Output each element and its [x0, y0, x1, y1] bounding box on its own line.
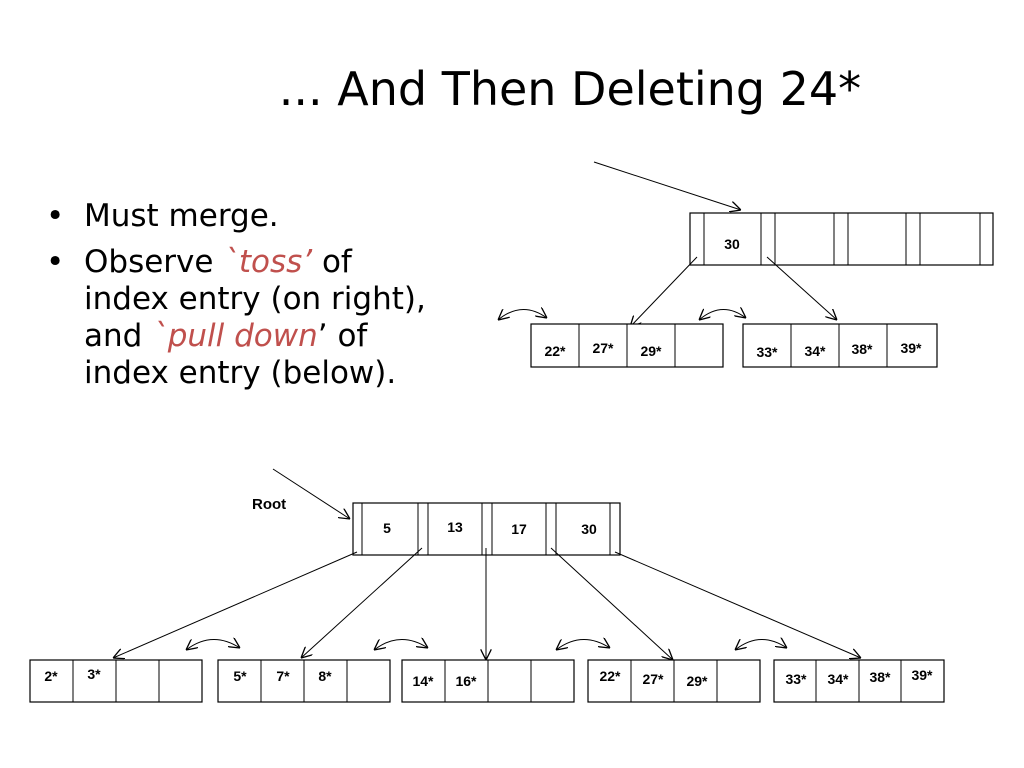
child-pointer-arrow — [301, 547, 423, 658]
leaf-entry: 8* — [318, 668, 332, 684]
sibling-link-arrow — [498, 309, 547, 320]
bullet-line: Observe `toss’ of — [84, 244, 506, 281]
index-key: 5 — [383, 520, 391, 536]
bullet-text: ’ of — [317, 318, 368, 354]
pointer-arrow — [593, 161, 741, 210]
slide-title: ... And Then Deleting 24* — [278, 62, 862, 116]
index-node-box — [689, 212, 994, 266]
sibling-link-arrow — [556, 639, 610, 650]
leaf-entry: 16* — [455, 673, 477, 689]
root-node: 5 13 17 30 — [352, 502, 621, 556]
sibling-link-arrow — [699, 309, 746, 320]
leaf-entry: 22* — [544, 343, 566, 359]
leaf-node: 5* 7* 8* — [217, 659, 391, 703]
bullet-line: and `pull down’ of — [84, 318, 506, 355]
sibling-link-arrow — [374, 639, 428, 650]
bullet-dot-icon: • — [46, 198, 65, 234]
index-key: 30 — [581, 521, 597, 537]
bullet-item-must-merge: • Must merge. — [46, 198, 506, 235]
bullet-list: • Must merge. • Observe `toss’ of index … — [46, 198, 506, 401]
leaf-node: 22* 27* 29* — [587, 659, 761, 703]
root-node-box — [352, 502, 621, 556]
leaf-entry: 27* — [642, 671, 664, 687]
leaf-entry: 39* — [911, 667, 933, 683]
bullet-item-observe: • Observe `toss’ of index entry (on righ… — [46, 244, 506, 392]
bottom-tree: Root 5 13 17 30 — [29, 468, 945, 703]
index-key: 13 — [447, 519, 463, 535]
bullet-dot-icon: • — [46, 244, 65, 280]
leaf-node-box — [742, 323, 938, 368]
leaf-entry: 22* — [599, 668, 621, 684]
bullet-text: of — [312, 244, 352, 280]
leaf-entry: 38* — [869, 669, 891, 685]
leaf-entry: 14* — [412, 673, 434, 689]
toss-emphasis: `toss’ — [223, 244, 313, 280]
right-tree: 30 22* 27* 29* 33* 34* 38* 39* — [498, 161, 994, 368]
child-pointer-arrow — [614, 551, 861, 658]
leaf-entry: 5* — [233, 668, 247, 684]
leaf-node: 33* 34* 38* 39* — [773, 659, 945, 703]
leaf-entry: 33* — [785, 671, 807, 687]
bullet-text: Observe — [84, 244, 224, 280]
child-pointer-arrow — [630, 256, 698, 327]
leaf-entry: 34* — [804, 343, 826, 359]
leaf-entry: 29* — [640, 343, 662, 359]
leaf-entry: 34* — [827, 671, 849, 687]
leaf-entry: 29* — [686, 673, 708, 689]
pull-down-emphasis: `pull down — [152, 318, 318, 354]
leaf-entry: 39* — [900, 340, 922, 356]
index-node: 30 — [689, 212, 994, 266]
sibling-link-arrow — [186, 639, 240, 650]
bullet-line: index entry (on right), — [84, 281, 426, 317]
index-key: 17 — [511, 521, 527, 537]
child-pointer-arrow — [550, 547, 673, 660]
leaf-node: 14* 16* — [401, 659, 575, 703]
bullet-line: index entry (below). — [84, 355, 397, 391]
leaf-node: 2* 3* — [29, 659, 203, 703]
leaf-entry: 38* — [851, 341, 873, 357]
root-pointer-arrow — [272, 468, 350, 519]
bullet-text: and — [84, 318, 153, 354]
leaf-entry: 33* — [756, 344, 778, 360]
leaf-entry: 2* — [44, 668, 58, 684]
index-key: 30 — [724, 236, 740, 252]
child-pointer-arrow — [113, 551, 358, 658]
root-label: Root — [252, 496, 286, 513]
leaf-node: 22* 27* 29* — [530, 323, 724, 368]
sibling-link-arrow — [735, 639, 787, 650]
leaf-entry: 7* — [276, 668, 290, 684]
leaf-entry: 3* — [87, 666, 101, 682]
leaf-entry: 27* — [592, 340, 614, 356]
bullet-text: Must merge. — [84, 198, 279, 234]
leaf-node: 33* 34* 38* 39* — [742, 323, 938, 368]
child-pointer-arrow — [766, 256, 837, 320]
